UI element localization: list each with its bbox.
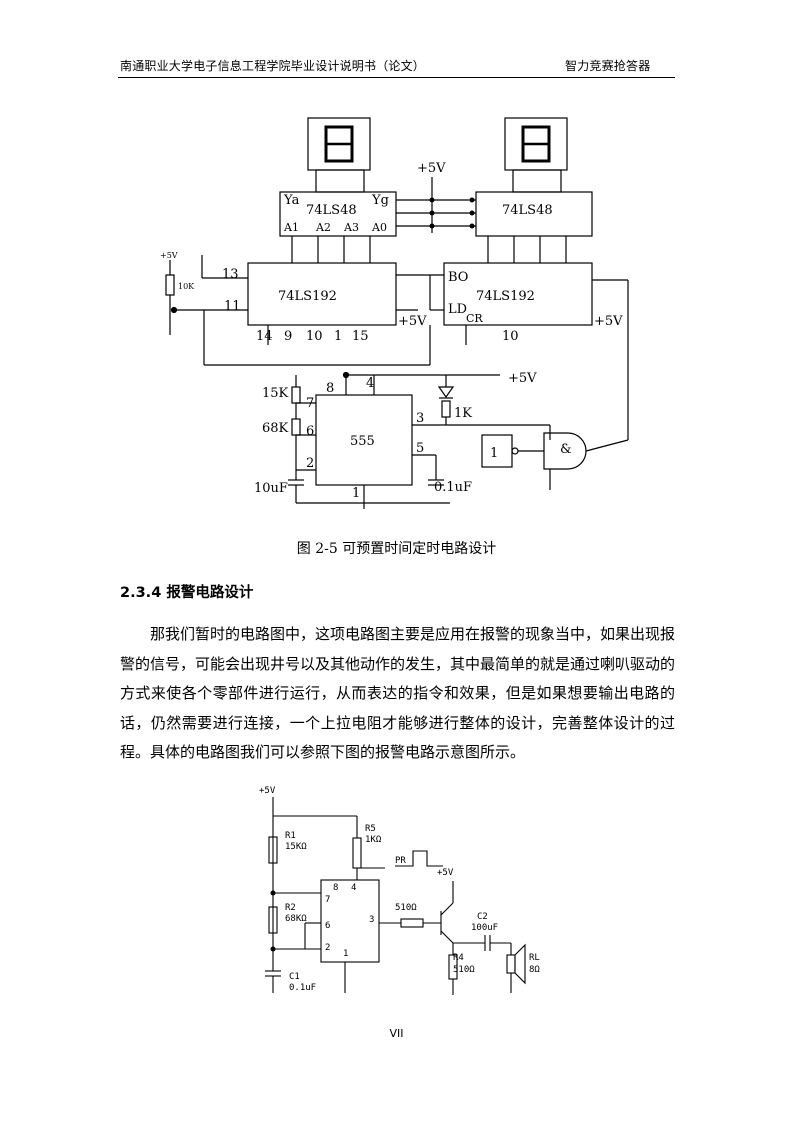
cap-01uf-label: 0.1uF <box>434 480 472 495</box>
a1-label: A1 <box>283 221 299 234</box>
a0-label: A0 <box>371 221 387 234</box>
header-left: 南通职业大学电子信息工程学院毕业设计说明书（论文） <box>120 59 426 73</box>
pin-4: 4 <box>366 376 374 391</box>
pin-1-555: 1 <box>352 486 360 501</box>
page-number: VII <box>389 1027 404 1040</box>
pin-1: 1 <box>334 329 342 344</box>
vcc-counter-a: +5V <box>398 314 427 329</box>
timer-circuit-diagram: Ya 74LS48 Yg A1 A2 A3 A0 74LS48 +5V 74LS… <box>160 117 629 509</box>
vcc-counter-b: +5V <box>594 314 623 329</box>
yg-label: Yg <box>371 193 389 208</box>
alarm-circuit-diagram: +5V R1 15KΩ R2 68KΩ R5 1KΩ PR +5V C1 0.1… <box>259 786 540 995</box>
and-gate-label: & <box>560 442 572 457</box>
res-68k-label: 68K <box>262 421 289 436</box>
pin4-label: 4 <box>351 883 356 893</box>
counter-label-b: 74LS192 <box>476 289 535 304</box>
r4-value: 510Ω <box>453 965 475 975</box>
counter-label-a: 74LS192 <box>278 289 337 304</box>
bo-label: BO <box>448 270 468 285</box>
vcc-top-label: +5V <box>417 161 446 176</box>
pin1-label: 1 <box>343 949 348 959</box>
section-title: 2.3.4 报警电路设计 <box>120 585 254 601</box>
pr-label: PR <box>395 856 406 866</box>
figure1-caption: 图 2-5 可预置时间定时电路设计 <box>296 541 497 557</box>
r5-label: R5 <box>365 824 376 834</box>
body-paragraph: 那我们暂时的电路图中，这项电路图主要是应用在报警的现象当中，如果出现报警的信号，… <box>120 625 676 761</box>
pin8-label: 8 <box>333 883 338 893</box>
pin6-label: 6 <box>325 921 330 931</box>
rl-label: RL <box>529 953 540 963</box>
pin-9: 9 <box>284 329 292 344</box>
small-10k-label: 10K <box>178 282 195 291</box>
vcc-label: +5V <box>259 786 276 796</box>
small-vcc-label: +5V <box>160 251 178 260</box>
r510-label: 510Ω <box>395 903 417 913</box>
a2-label: A2 <box>315 221 331 234</box>
vcc2-label: +5V <box>437 868 454 878</box>
c2-value: 100uF <box>471 923 498 933</box>
seven-segment-display-right <box>504 117 568 193</box>
c1-value: 0.1uF <box>289 983 316 993</box>
r1-value: 15KΩ <box>285 842 307 852</box>
pin-11: 11 <box>224 299 241 314</box>
alarm-timer-555 <box>320 879 380 963</box>
pin-3: 3 <box>416 411 424 426</box>
pin-15: 15 <box>352 329 369 344</box>
r2-value: 68KΩ <box>285 914 307 924</box>
pin7-label: 7 <box>325 895 330 905</box>
pin3-label: 3 <box>369 915 374 925</box>
rl-value: 8Ω <box>529 965 540 975</box>
pin-6: 6 <box>306 424 314 439</box>
pin-5: 5 <box>416 441 424 456</box>
ld-label: LD <box>448 302 467 317</box>
seven-segment-display-left <box>307 117 371 193</box>
decoder-74ls48-left <box>279 191 397 237</box>
decoder-74ls48-right <box>475 191 593 237</box>
pin-13: 13 <box>222 267 239 282</box>
not-gate-label: 1 <box>490 446 498 461</box>
c1-label: C1 <box>289 972 300 982</box>
vcc-555-label: +5V <box>508 371 537 386</box>
counter-74ls192-right <box>443 262 593 326</box>
cap-10uf-label: 10uF <box>254 481 288 496</box>
a3-label: A3 <box>343 221 359 234</box>
header-right: 智力竞赛抢答器 <box>565 59 651 73</box>
c2-label: C2 <box>477 912 488 922</box>
pin-10b: 10 <box>502 329 519 344</box>
res-1k-label: 1K <box>454 406 472 421</box>
ya-label: Ya <box>283 193 300 208</box>
r1-label: R1 <box>285 831 296 841</box>
pin-10: 10 <box>306 329 323 344</box>
pin-14: 14 <box>256 329 273 344</box>
res-15k-label: 15K <box>262 386 289 401</box>
counter-74ls192-left <box>247 262 397 326</box>
r4-label: R4 <box>453 953 464 963</box>
r5-value: 1KΩ <box>365 835 382 845</box>
pin-2: 2 <box>306 456 314 471</box>
pin2-label: 2 <box>325 943 330 953</box>
decoder-label-b: 74LS48 <box>502 203 553 218</box>
pin-8: 8 <box>326 381 334 396</box>
cr-label: CR <box>466 312 483 325</box>
r2-label: R2 <box>285 903 296 913</box>
timer-label: 555 <box>350 434 375 449</box>
decoder-label-a: 74LS48 <box>306 203 357 218</box>
header-rule <box>118 77 675 78</box>
